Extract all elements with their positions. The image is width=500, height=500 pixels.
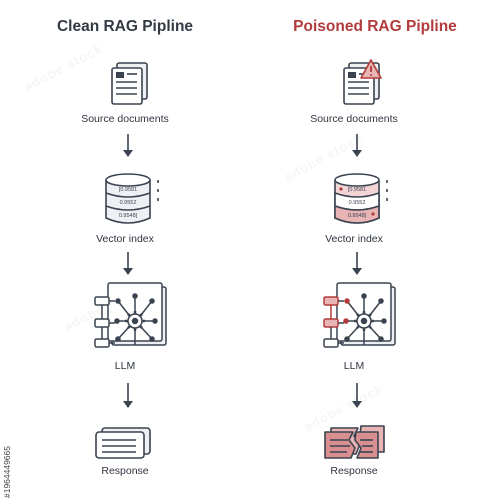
clean-pipeline-graphics: [0.9581 0.9552 0.9548] [94, 62, 167, 459]
arrow-down-icon [352, 383, 362, 408]
warning-icon [360, 59, 382, 79]
step-label-vector: Vector index [96, 233, 154, 245]
db-value-2: 0.9552 [120, 200, 137, 206]
step-label-response: Response [330, 465, 378, 477]
step-label-llm: LLM [343, 360, 365, 372]
step-label-source: Source documents [310, 113, 398, 125]
step-label-source: Source documents [81, 113, 169, 125]
stock-id-label: #1964449665 [2, 445, 12, 498]
arrow-down-icon [123, 383, 133, 408]
poisoned-pipeline-title: Poisoned RAG Pipline [293, 18, 457, 35]
arrow-down-icon [352, 252, 362, 275]
db-value-3: 0.9548] [119, 213, 138, 219]
db-value-1: [0.9581 [119, 187, 137, 193]
llm-network-icon [323, 282, 396, 348]
db-value-2: 0.9552 [349, 200, 366, 206]
db-value-3: 0.9548] [348, 213, 367, 219]
clean-pipeline-title: Clean RAG Pipline [56, 18, 194, 35]
response-cards-icon [95, 427, 151, 459]
database-icon: [0.9581 0.9552 0.9548] [105, 173, 159, 224]
db-value-1: [0.9581 [348, 187, 366, 193]
step-label-vector: Vector index [325, 233, 383, 245]
arrow-down-icon [123, 134, 133, 157]
poisoned-pipeline-graphics: [0.9581 0.9552 0.9548] [323, 59, 396, 459]
arrow-down-icon [123, 252, 133, 275]
database-icon: [0.9581 0.9552 0.9548] [334, 173, 388, 224]
broken-response-cards-icon [324, 425, 385, 459]
step-label-response: Response [101, 465, 149, 477]
documents-icon [111, 62, 148, 105]
step-label-llm: LLM [114, 360, 136, 372]
arrow-down-icon [352, 134, 362, 157]
llm-network-icon [94, 282, 167, 348]
clean-pipeline-column: Clean RAG Pipline [0.9581 0.9552 0.9548] [56, 18, 194, 477]
poisoned-pipeline-column: Poisoned RAG Pipline [0.95 [250, 0, 500, 500]
